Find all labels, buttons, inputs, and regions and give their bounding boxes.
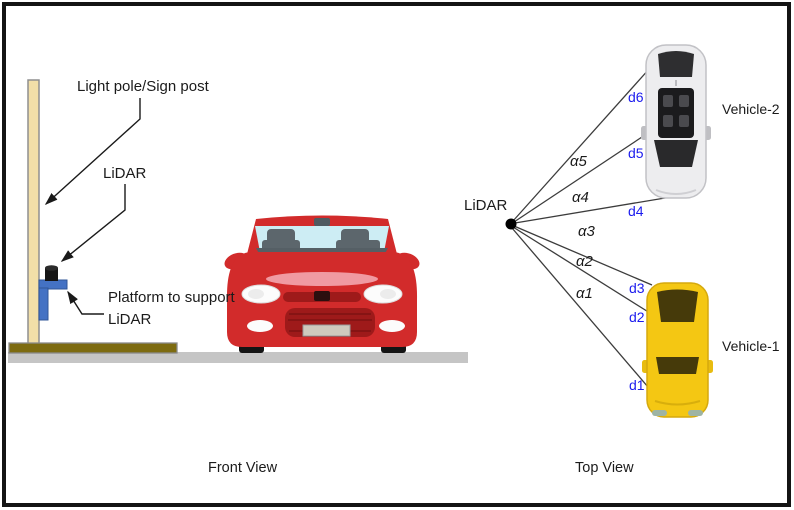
front-view-caption: Front View (208, 460, 278, 476)
top-view-caption: Top View (575, 460, 634, 476)
alpha1-label: α1 (576, 285, 593, 302)
ray-d5 (513, 132, 649, 223)
pole-leader-arrow (44, 98, 141, 206)
d4-label: d4 (628, 203, 644, 219)
d1-label: d1 (629, 377, 645, 393)
pole-label: Light pole/Sign post (77, 78, 209, 95)
platform-label-line2: LiDAR (108, 311, 152, 328)
top-view-scene (505, 44, 713, 418)
vehicle2-label: Vehicle-2 (722, 101, 780, 117)
ground-base (8, 342, 178, 354)
vehicle1-car (642, 282, 713, 418)
light-pole (27, 79, 40, 345)
lidar-top-label: LiDAR (464, 197, 508, 214)
alpha5-label: α5 (570, 153, 587, 170)
lidar-rays (511, 67, 678, 388)
alpha2-label: α2 (576, 253, 593, 270)
front-view-scene (8, 79, 468, 363)
platform-leader-arrow (67, 290, 104, 315)
lidar-device-icon (45, 265, 58, 281)
ray-d6 (512, 67, 651, 222)
lidar-platform (38, 279, 68, 321)
road-surface (8, 352, 468, 363)
vehicle2-car (641, 44, 711, 199)
ray-d3 (513, 225, 653, 286)
alpha4-label: α4 (572, 189, 589, 206)
d5-label: d5 (628, 145, 644, 161)
d6-label: d6 (628, 89, 644, 105)
platform-label-line1: Platform to support (108, 289, 235, 306)
ray-d4 (514, 195, 678, 224)
d3-label: d3 (629, 280, 645, 296)
vehicle1-label: Vehicle-1 (722, 338, 780, 354)
lidar-leader-arrow (60, 184, 126, 262)
d2-label: d2 (629, 309, 645, 325)
lidar-front-label: LiDAR (103, 165, 147, 182)
ray-d2 (512, 226, 651, 314)
ray-d1 (511, 227, 649, 388)
front-view-car (224, 215, 420, 353)
alpha3-label: α3 (578, 223, 595, 240)
lidar-dot-icon (505, 218, 517, 230)
